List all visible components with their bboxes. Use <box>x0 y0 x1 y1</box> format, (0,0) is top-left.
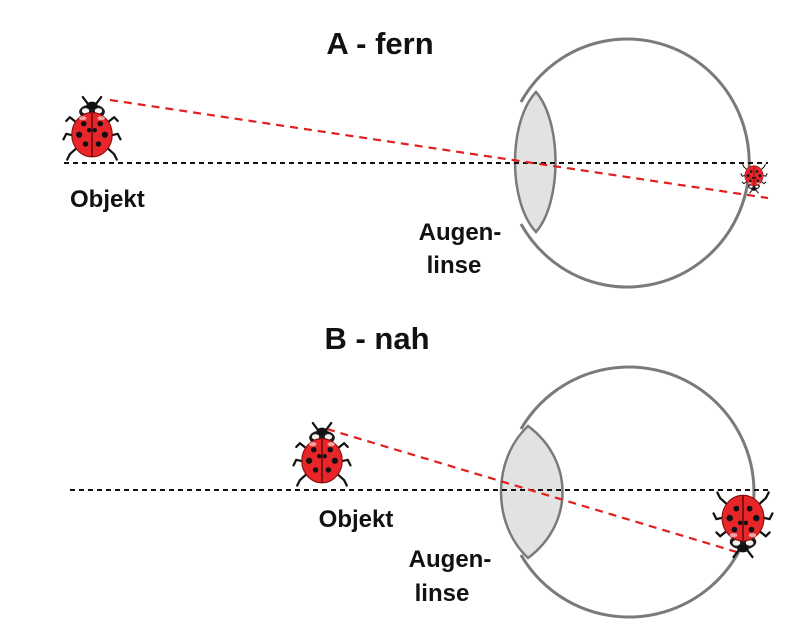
panel-b-light-ray <box>326 427 741 555</box>
panel-a-object-label: Objekt <box>70 186 145 213</box>
panel-b: B - nah Objekt Augen- linse <box>70 321 774 619</box>
panel-a-light-ray <box>109 98 769 200</box>
panel-b-lens-label-1: Augen- <box>409 546 492 573</box>
panel-b-eyeball <box>519 365 756 619</box>
panel-a-title: A - fern <box>326 26 433 61</box>
panel-b-object-label: Objekt <box>319 506 394 533</box>
panel-a: A - fern Objekt Augen- linse <box>62 26 769 289</box>
panel-a-lens-label-2: linse <box>427 252 482 279</box>
ladybug-image-icon <box>740 163 768 194</box>
panel-a-lens-label-1: Augen- <box>419 219 502 246</box>
panel-b-title: B - nah <box>324 321 429 356</box>
panel-b-lens <box>499 424 564 560</box>
ladybug-object-icon <box>62 95 122 161</box>
panel-b-lens-label-2: linse <box>415 580 470 607</box>
